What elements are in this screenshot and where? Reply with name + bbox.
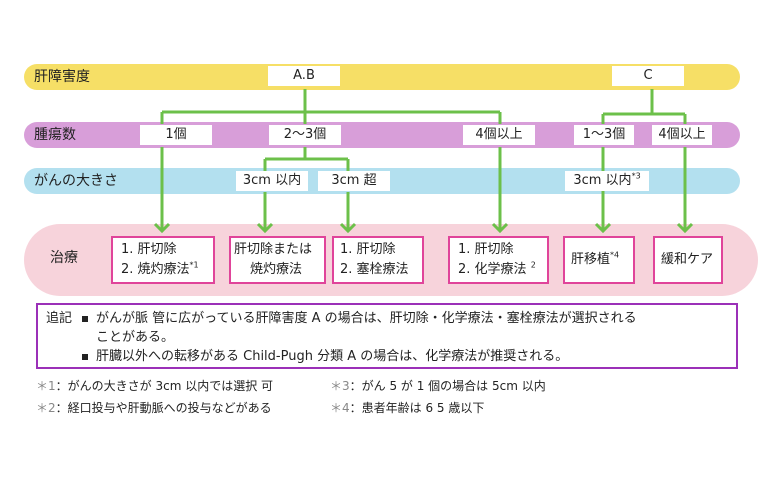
treatment-box-5: 肝移植*4 [563,236,635,284]
liver-damage-c: C [612,66,684,86]
footnote-4-mark: ＊4 [330,401,350,415]
tumor-count-1-3: 1～3個 [574,125,634,145]
treatment-2-line2: 焼灼療法 [250,262,303,277]
treatment-box-3: 1. 肝切除 2. 塞栓療法 [332,236,424,284]
footnote-1-text: ：がんの大きさが 3cm 以内では選択 可 [55,379,274,393]
connector-c [601,89,687,124]
footnote-2-mark: ＊2 [36,401,56,415]
tumor-size-3cm-over: 3cm 超 [318,171,390,191]
treatment-1-line2: 2. 焼灼療法*1 [121,260,213,280]
treatment-5-text: 肝移植 [571,252,611,267]
connector-ab [160,89,502,124]
bullet-icon [82,315,88,322]
footnote-3-text: ：がん 5 が 1 個の場合は 5cm 以内 [349,379,546,393]
treatment-2-line1: 肝切除または [234,242,313,257]
footnote-4-text: ：患者年齢は 6 5 歳以下 [349,401,485,415]
tumor-count-2-3: 2～3個 [269,125,341,145]
treatment-4-line1: 1. 肝切除 [458,242,514,257]
footnote-ref-1: *1 [189,260,199,270]
note-item-1-text: がんが脈 管に広がっている肝障害度 A の場合は、肝切除・化学療法・塞栓療法が選… [96,311,637,326]
bullet-icon [82,353,88,360]
footnote-ref-2: 2 [530,260,536,270]
treatment-1-line2-text: 2. 焼灼療法 [121,262,190,277]
treatment-box-6: 緩和ケア [653,236,723,284]
note-item-1-cont: ことがある。 [96,330,175,345]
tumor-count-4plus: 4個以上 [463,125,535,145]
treatment-box-1: 1. 肝切除 2. 焼灼療法*1 [111,236,215,284]
treatment-6-text: 緩和ケア [661,252,714,267]
note-label: 追記 [46,311,73,326]
note-item-2: 肝臓以外への転移がある Child-Pugh 分類 A の場合は、化学療法が推奨… [82,347,568,366]
footnote-2-text: ：経口投与や肝動脈への投与などがある [55,401,272,415]
note-item-1: がんが脈 管に広がっている肝障害度 A の場合は、肝切除・化学療法・塞栓療法が選… [82,309,637,328]
treatment-4-line2: 2. 化学療法 2 [458,260,547,280]
tumor-size-3cm-within-c: 3cm 以内*3 [565,171,649,191]
note-box: 追記 がんが脈 管に広がっている肝障害度 A の場合は、肝切除・化学療法・塞栓療… [36,303,738,369]
liver-damage-label: 肝障害度 [34,69,90,85]
treatment-3-line1: 1. 肝切除 [340,242,396,257]
treatment-box-4: 1. 肝切除 2. 化学療法 2 [448,236,549,284]
treatment-box-2: 肝切除または 焼灼療法 [229,236,326,284]
treatment-1-line1: 1. 肝切除 [121,242,177,257]
footnote-ref-3: *3 [631,171,641,181]
footnote-2: ＊2：経口投与や肝動脈への投与などがある [36,399,272,417]
tumor-size-3cm-within: 3cm 以内 [236,171,308,191]
footnote-3: ＊3：がん 5 が 1 個の場合は 5cm 以内 [330,377,546,395]
note-item-2-text: 肝臓以外への転移がある Child-Pugh 分類 A の場合は、化学療法が推奨… [96,349,569,364]
tumor-size-3cm-within-c-text: 3cm 以内 [573,173,632,188]
tumor-count-label: 腫瘍数 [34,127,76,143]
footnote-4: ＊4：患者年齢は 6 5 歳以下 [330,399,484,417]
liver-damage-ab: A.B [268,66,340,86]
treatment-label: 治療 [50,250,78,266]
footnote-ref-4: *4 [610,250,620,260]
footnote-1-mark: ＊1 [36,379,56,393]
treatment-4-line2-text: 2. 化学療法 [458,262,527,277]
footnote-3-mark: ＊3 [330,379,350,393]
tumor-count-1: 1個 [140,125,212,145]
footnote-1: ＊1：がんの大きさが 3cm 以内では選択 可 [36,377,273,395]
tumor-size-label: がんの大きさ [34,173,118,189]
treatment-3-line2: 2. 塞栓療法 [340,262,409,277]
tumor-count-4plus-c: 4個以上 [652,125,712,145]
